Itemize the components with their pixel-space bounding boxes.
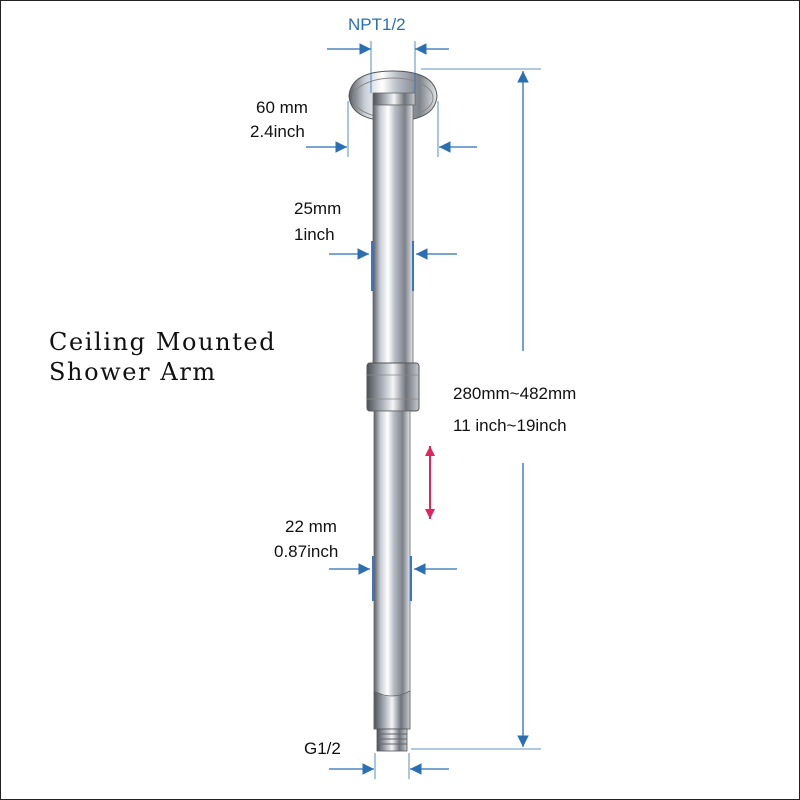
upper-tube-inch: 1inch bbox=[294, 225, 335, 244]
dimension-lines bbox=[306, 41, 541, 779]
length-inch: 11 inch~19inch bbox=[453, 416, 567, 435]
adjustment-collar bbox=[366, 362, 420, 412]
flange-width-inch: 2.4inch bbox=[250, 122, 305, 141]
upper-tube-mm: 25mm bbox=[294, 199, 342, 218]
length-mm: 280mm~482mm bbox=[453, 384, 577, 403]
npt-thread-label: NPT1/2 bbox=[348, 15, 406, 34]
product-title: Ceiling Mounted Shower Arm bbox=[49, 327, 276, 387]
lower-tube bbox=[372, 410, 412, 730]
lower-tube-mm: 22 mm bbox=[285, 517, 337, 536]
title-line-2: Shower Arm bbox=[49, 358, 217, 386]
g-thread-label: G1/2 bbox=[304, 739, 341, 758]
upper-tube bbox=[371, 104, 414, 368]
threaded-end bbox=[376, 728, 408, 752]
title-line-1: Ceiling Mounted bbox=[49, 328, 277, 356]
lower-tube-inch: 0.87inch bbox=[274, 542, 339, 561]
flange-width-mm: 60 mm bbox=[256, 98, 308, 117]
